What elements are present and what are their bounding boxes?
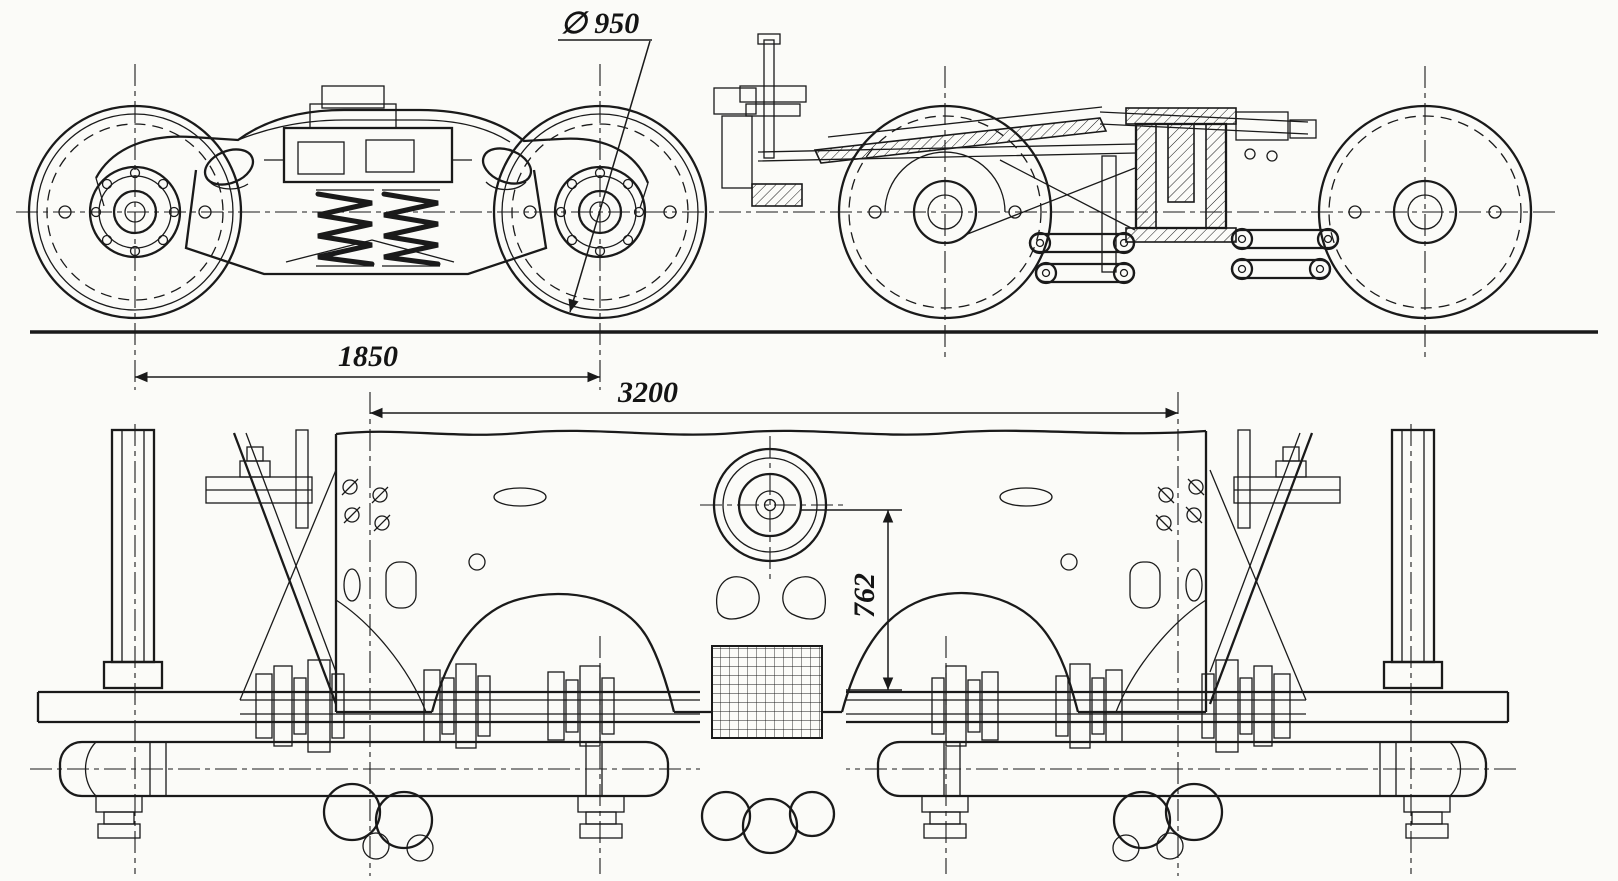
nut-stack-inner <box>577 795 625 839</box>
coil-spring-right <box>381 191 441 267</box>
plan-bottom-view <box>30 422 1518 876</box>
nut-stack-left <box>95 795 143 839</box>
leader-wheel-diameter <box>568 40 651 313</box>
side-elevation-view <box>27 33 1598 334</box>
lever-links <box>1028 227 1340 285</box>
plate-holes <box>341 478 547 609</box>
spring-plank <box>285 239 455 263</box>
center-pivot <box>712 447 828 563</box>
plan-half-right <box>844 422 1518 876</box>
side-bracket <box>205 429 313 529</box>
hanger-strap <box>1101 155 1117 273</box>
plan-half-left <box>30 424 700 874</box>
center-cutouts <box>716 576 826 620</box>
dimension-annotations: ∅ 950 1850 3200 762 <box>135 7 1178 691</box>
spring-bolster-assembly <box>264 85 472 267</box>
dim-label-wheel-diameter: ∅ 950 <box>561 7 640 40</box>
brake-rigging <box>713 33 1137 236</box>
dim-label-bolster-span: 3200 <box>617 376 678 409</box>
center-bearing-pad <box>711 645 823 739</box>
dim-label-wheelbase: 1850 <box>338 340 398 373</box>
spring-plank-beam <box>58 740 670 798</box>
slanted-beam-section <box>813 117 1108 164</box>
centerlines <box>16 64 1556 876</box>
outer-wheel-tube <box>102 428 164 690</box>
axle-assembly <box>36 659 700 862</box>
diagonal-braces <box>232 432 338 705</box>
center-spring-caps <box>700 790 836 855</box>
hub-stack-3 <box>547 665 615 747</box>
coil-spring-left <box>315 191 375 267</box>
dim-label-pivot-height: 762 <box>848 573 881 618</box>
bolster-section-right-bogie <box>713 33 1340 285</box>
side-frame-left-bogie <box>94 108 650 276</box>
journal-pins <box>58 205 1502 219</box>
bolster-plate-outline <box>334 429 1208 714</box>
spring-seats <box>316 189 374 267</box>
hub-stack-1 <box>255 659 345 753</box>
